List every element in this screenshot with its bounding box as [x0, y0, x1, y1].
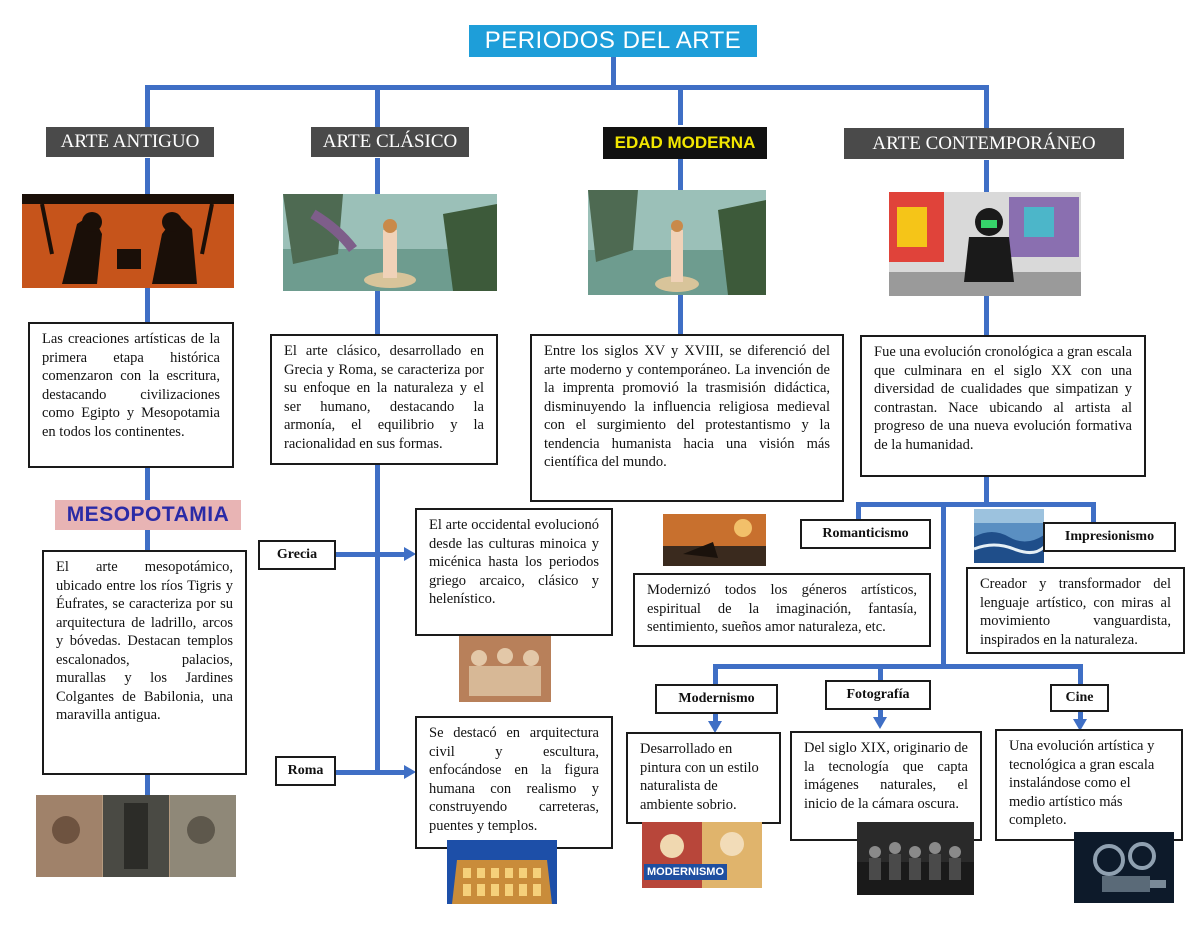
birth-of-venus-image-clasico: [283, 194, 497, 291]
header-arte-contemporaneo: ARTE CONTEMPORÁNEO: [844, 128, 1124, 159]
text-edad-moderna: Entre los siglos XV y XVIII, se diferenc…: [530, 334, 844, 502]
page-title: PERIODOS DEL ARTE: [469, 25, 757, 57]
label-modernismo: Modernismo: [655, 684, 778, 714]
impressionism-painting-image: [974, 509, 1044, 563]
text-impresionismo: Creador y transformador del lenguaje art…: [966, 567, 1185, 654]
label-cine: Cine: [1050, 684, 1109, 712]
text-arte-antiguo: Las creaciones artísticas de la primera …: [28, 322, 234, 468]
old-photograph-image: [857, 822, 974, 895]
mesopotamia-banner: MESOPOTAMIA: [55, 500, 241, 530]
greek-vase-image: [22, 194, 234, 288]
label-roma: Roma: [275, 756, 336, 786]
mesopotamia-label: MESOPOTAMIA: [66, 503, 230, 526]
colosseum-image: [447, 840, 557, 904]
label-romanticismo: Romanticismo: [800, 519, 931, 549]
text-mesopotamia: El arte mesopotámico, ubicado entre los …: [42, 550, 247, 775]
romanticism-painting-image: [663, 514, 766, 566]
modernismo-image: MODERNISMO: [642, 822, 762, 888]
text-cine: Una evolución artística y tecnológica a …: [995, 729, 1183, 841]
header-arte-clasico: ARTE CLÁSICO: [311, 127, 469, 157]
header-edad-moderna: EDAD MODERNA: [603, 127, 767, 159]
text-modernismo: Desarrollado en pintura con un estilo na…: [626, 732, 781, 824]
text-roma: Se destacó en arquitectura civil y escul…: [415, 716, 613, 849]
label-impresionismo: Impresionismo: [1043, 522, 1176, 552]
header-arte-antiguo: ARTE ANTIGUO: [46, 127, 214, 157]
label-fotografia: Fotografía: [825, 680, 931, 710]
text-romanticismo: Modernizó todos los géneros artísticos, …: [633, 573, 931, 647]
text-arte-clasico: El arte clásico, desarrollado en Grecia …: [270, 334, 498, 465]
contemporary-art-image: [889, 192, 1081, 296]
mesopotamian-reliefs-image: [36, 795, 236, 877]
greek-sculpture-image: [459, 636, 551, 702]
text-grecia: El arte occidental evolucionó desde las …: [415, 508, 613, 636]
label-grecia: Grecia: [258, 540, 336, 570]
text-arte-contemporaneo: Fue una evolución cronológica a gran esc…: [860, 335, 1146, 477]
modernismo-image-caption: MODERNISMO: [644, 864, 727, 880]
film-projector-image: [1074, 832, 1174, 903]
birth-of-venus-image-moderna: [588, 190, 766, 295]
